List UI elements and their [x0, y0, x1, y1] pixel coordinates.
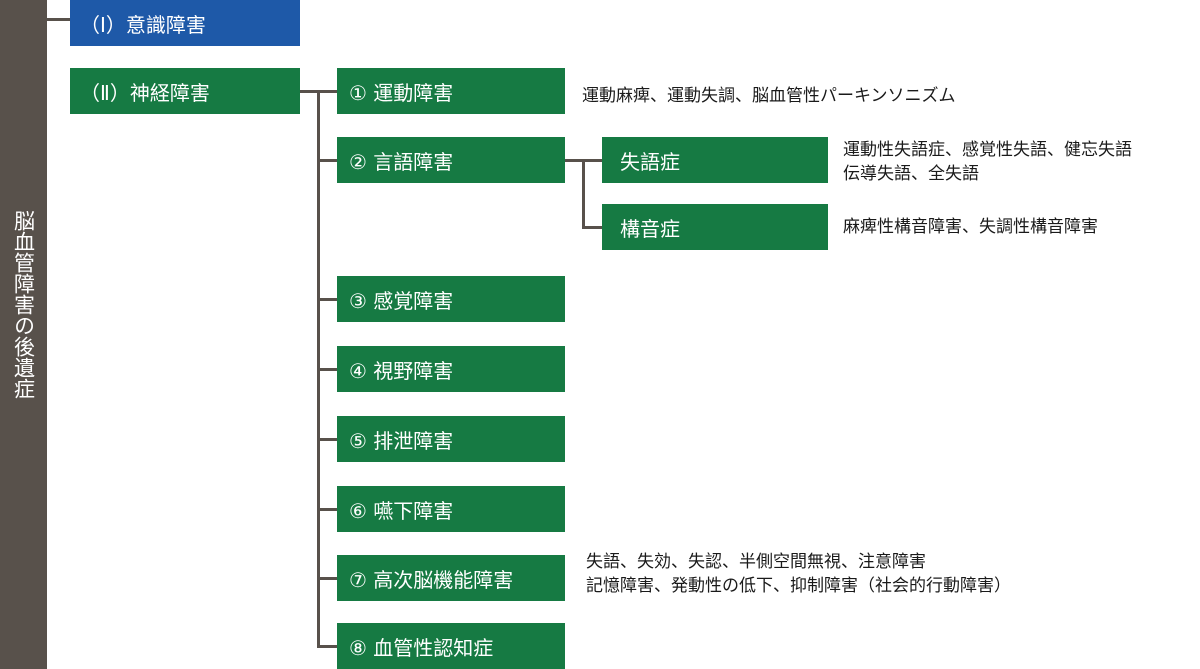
connector-line: [582, 226, 602, 229]
connector-line: [317, 438, 337, 441]
root-bar: 脳血管障害の後遺症: [0, 0, 47, 669]
item-vascular-dementia: ⑧ 血管性認知症: [337, 623, 565, 669]
item-swallowing: ⑥ 嚥下障害: [337, 486, 565, 532]
item-visual-field: ④ 視野障害: [337, 346, 565, 392]
item-excretion: ⑤ 排泄障害: [337, 416, 565, 462]
desc-motor: 運動麻痺、運動失調、脳血管性パーキンソニズム: [582, 86, 956, 106]
root-label: 脳血管障害の後遺症: [11, 210, 36, 399]
connector-line: [317, 645, 337, 648]
desc-dysarthria: 麻痺性構音障害、失調性構音障害: [843, 217, 1098, 237]
desc-higher-brain: 失語、失効、失認、半側空間無視、注意障害 記憶障害、発動性の低下、抑制障害（社会…: [586, 552, 1011, 596]
connector-line: [317, 298, 337, 301]
subitem-dysarthria: 構音症: [602, 204, 828, 250]
connector-line: [317, 508, 337, 511]
subitem-aphasia: 失語症: [602, 137, 828, 183]
connector-line: [317, 159, 337, 162]
connector-line: [47, 18, 70, 21]
connector-line: [582, 159, 585, 229]
connector-line: [317, 577, 337, 580]
item-sensory: ③ 感覚障害: [337, 276, 565, 322]
item-motor: ① 運動障害: [337, 68, 565, 114]
item-higher-brain: ⑦ 高次脳機能障害: [337, 555, 565, 601]
item-language: ② 言語障害: [337, 137, 565, 183]
category-consciousness: （Ⅰ）意識障害: [70, 0, 300, 46]
category-neurological: （Ⅱ）神経障害: [70, 68, 300, 114]
desc-aphasia: 運動性失語症、感覚性失語、健忘失語 伝導失語、全失語: [843, 140, 1132, 184]
connector-line: [317, 368, 337, 371]
